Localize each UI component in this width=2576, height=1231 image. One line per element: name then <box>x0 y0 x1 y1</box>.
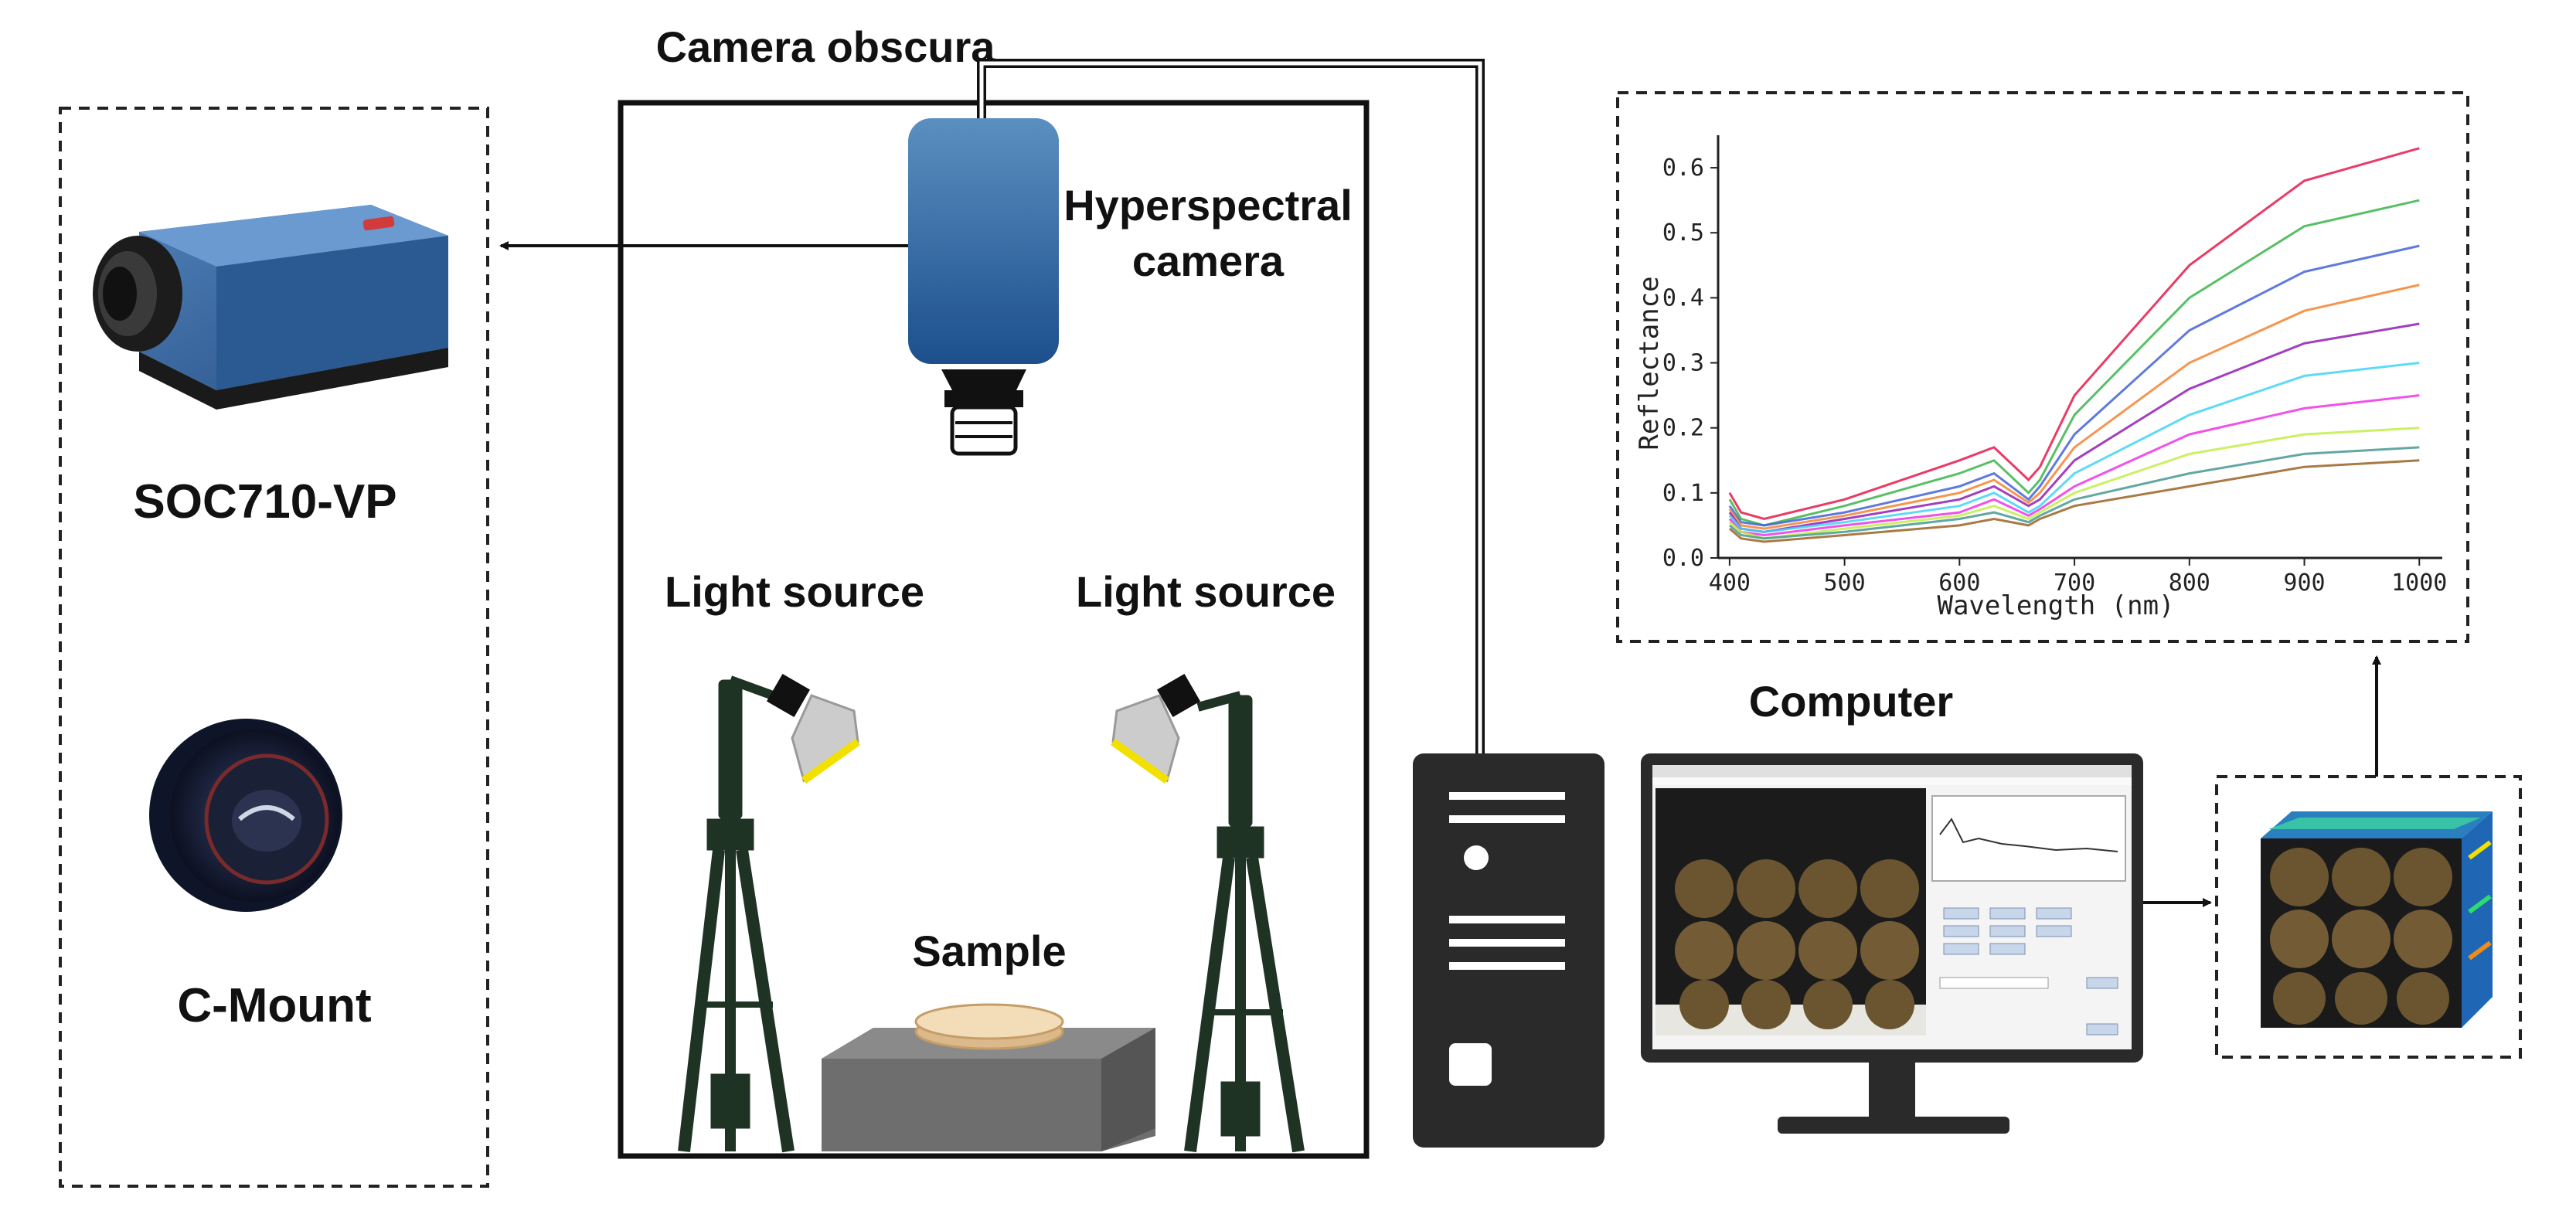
chart-y-tick-label: 0.0 <box>1662 545 1704 572</box>
computer-monitor <box>1641 753 2143 1134</box>
computer-tower <box>1413 753 1604 1148</box>
sample-dish <box>914 1003 1064 1050</box>
chart-series-line <box>1728 459 2420 543</box>
soc710-label: SOC710-VP <box>133 475 396 529</box>
light-source-right-tripod <box>1156 673 1305 1153</box>
chart-y-tick-label: 0.6 <box>1662 155 1704 182</box>
chart-series-line <box>1728 394 2420 537</box>
chart-x-tick-label: 700 <box>2054 570 2095 597</box>
cmount-lens-image <box>149 719 342 912</box>
chart-series-line <box>1728 362 2420 533</box>
chart-y-tick-label: 0.1 <box>1662 480 1704 507</box>
lamp-right <box>1111 694 1180 784</box>
sample-stage <box>822 1028 1155 1151</box>
light-source-left-tripod <box>678 673 811 1153</box>
hypercube-image <box>2261 811 2493 1028</box>
cmount-label: C-Mount <box>177 979 371 1032</box>
chart-y-tick-label: 0.3 <box>1662 350 1704 377</box>
chart-y-tick-label: 0.5 <box>1662 219 1704 247</box>
chart-x-tick-label: 600 <box>1938 570 1980 597</box>
chart-series-line <box>1728 446 2420 540</box>
reflectance-chart: 400 500 600 700 800 900 1000 0.0 0.1 0.2 0.3 0.4 0.5… <box>1634 135 2447 621</box>
camera-obscura-label: Camera obscura <box>656 22 996 71</box>
hyperspectral-label-line2: camera <box>1132 236 1285 285</box>
hypercube-panel <box>2215 775 2522 1059</box>
chart-x-tick-label: 800 <box>2169 570 2210 597</box>
chart-ylabel: Reflectance <box>1634 276 1665 450</box>
chart-series-line <box>1728 244 2420 527</box>
lamp-left <box>791 694 860 784</box>
chart-x-tick-label: 400 <box>1709 570 1751 597</box>
chart-panel <box>1616 91 2469 643</box>
chart-series-line <box>1728 147 2420 521</box>
light-source-right-label: Light source <box>1076 567 1336 616</box>
chart-xlabel: Wavelength (nm) <box>1937 590 2174 621</box>
chart-x-tick-label: 500 <box>1824 570 1866 597</box>
sample-label: Sample <box>912 927 1066 975</box>
camera-obscura-box <box>618 100 1370 1159</box>
light-source-left-label: Light source <box>665 567 924 616</box>
chart-series-line <box>1728 199 2420 527</box>
computer-label: Computer <box>1749 677 1953 726</box>
chart-y-tick-label: 0.2 <box>1662 415 1704 442</box>
chart-series-line <box>1728 284 2420 530</box>
soc710-camera-image <box>93 205 448 410</box>
hyperspectral-camera-image <box>908 118 1059 456</box>
hyperspectral-label-line1: Hyperspectral <box>1063 181 1353 230</box>
equipment-panel <box>59 107 489 1188</box>
chart-y-tick-label: 0.4 <box>1662 284 1704 311</box>
chart-x-tick-label: 1000 <box>2391 570 2447 597</box>
chart-x-tick-label: 900 <box>2283 570 2325 597</box>
